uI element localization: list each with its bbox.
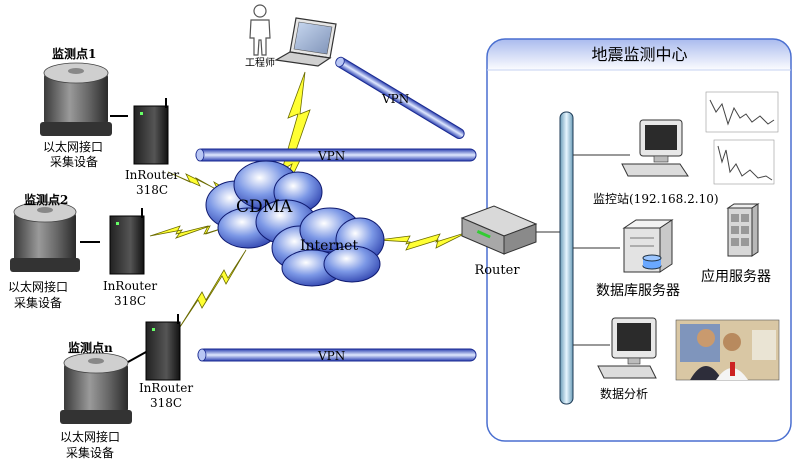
vpn-label-siten: VPN — [318, 349, 346, 363]
inrouter-n-label-line1: InRouter — [138, 381, 194, 395]
internet-label: Internet — [300, 238, 359, 254]
waveform-chart-icon — [705, 91, 779, 185]
cdma-label: CDMA — [236, 197, 293, 217]
site-1-device-line2: 采集设备 — [50, 155, 99, 169]
site-1-name: 监测点1 — [52, 47, 97, 61]
vpn-label-engineer: VPN — [382, 92, 410, 106]
analysts-photo — [675, 319, 780, 381]
data-analysis-label: 数据分析 — [600, 387, 649, 401]
site-1-device-line1: 以太网接口 — [43, 140, 104, 154]
inrouter-1-icon — [133, 98, 169, 165]
inrouter-n-icon — [145, 314, 181, 381]
application-server-label: 应用服务器 — [701, 269, 771, 285]
engineer-label: 工程师 — [245, 58, 275, 69]
inrouter-2-icon — [109, 208, 145, 275]
laptop-icon — [274, 17, 337, 67]
inrouter-1-label-line2: 318C — [135, 183, 169, 197]
collection-device-n-icon — [60, 352, 132, 424]
monitor-station-label: 监控站(192.168.2.10) — [593, 192, 719, 206]
vpn-tunnels — [195, 56, 477, 362]
collection-device-1-icon — [40, 62, 112, 136]
vpn-label-site1: VPN — [318, 149, 346, 163]
lightning-router-icon — [377, 231, 469, 251]
lan-bus — [559, 111, 574, 405]
vpn-pipe-engineer — [335, 56, 465, 140]
site-2-device-line2: 采集设备 — [14, 296, 63, 310]
lightning-siten-icon — [177, 249, 247, 331]
monitor-workstation-icon — [621, 119, 689, 177]
router-label: Router — [474, 263, 520, 278]
inrouter-2-label-line2: 318C — [113, 294, 147, 308]
database-server-icon — [622, 219, 674, 273]
cdma-cloud-icon — [205, 160, 323, 249]
inrouter-2-label-line1: InRouter — [102, 279, 158, 293]
database-server-label: 数据库服务器 — [596, 283, 680, 299]
site-2-name: 监测点2 — [24, 193, 69, 207]
site-n-name: 监测点n — [68, 341, 113, 355]
inrouter-n-label-line2: 318C — [149, 396, 183, 410]
inrouter-1-label-line1: InRouter — [124, 168, 180, 182]
core-router-icon — [460, 205, 538, 255]
application-server-icon — [726, 203, 760, 257]
site-n-device-line2: 采集设备 — [66, 446, 115, 460]
site-n-device-line1: 以太网接口 — [60, 430, 121, 444]
analysis-computer-icon — [597, 317, 657, 379]
site-2-device-line1: 以太网接口 — [8, 280, 69, 294]
engineer-icon — [249, 4, 271, 56]
collection-device-2-icon — [10, 201, 80, 272]
internet-cloud-icon — [271, 207, 385, 287]
monitoring-center-title: 地震监测中心 — [591, 45, 688, 64]
